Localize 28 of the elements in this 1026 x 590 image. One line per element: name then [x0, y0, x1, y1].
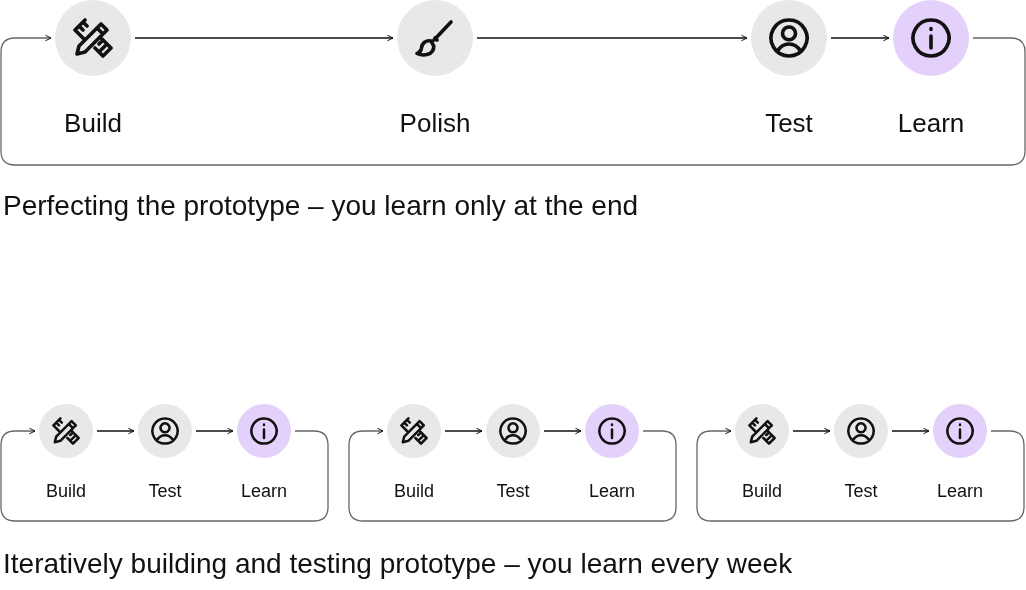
arrow — [891, 427, 930, 435]
step-label: Build — [741, 480, 783, 503]
step-label: Learn — [587, 480, 636, 503]
step-label: Test — [495, 480, 531, 503]
step-label: Learn — [935, 480, 984, 503]
arrow — [134, 34, 394, 42]
step-label: Polish — [398, 107, 472, 140]
step-label: Build — [45, 480, 87, 503]
step-label: Build — [393, 480, 435, 503]
step-label: Learn — [239, 480, 288, 503]
loop-arrow — [0, 34, 1026, 166]
caption-text: Iteratively building and testing prototype – you learn every week — [3, 547, 793, 581]
arrow — [792, 427, 831, 435]
arrow — [830, 34, 890, 42]
step-label: Learn — [896, 107, 966, 140]
step-label: Test — [147, 480, 183, 503]
step-label: Test — [764, 107, 814, 140]
arrow — [96, 427, 135, 435]
arrow — [543, 427, 582, 435]
step-label: Build — [63, 107, 123, 140]
step-label: Test — [843, 480, 879, 503]
caption-text: Perfecting the prototype – you learn only at the end — [3, 189, 639, 223]
loop-arrow — [348, 427, 677, 522]
arrow — [476, 34, 748, 42]
arrow — [444, 427, 483, 435]
loop-arrow — [0, 427, 329, 522]
loop-arrow — [696, 427, 1025, 522]
arrow — [195, 427, 234, 435]
